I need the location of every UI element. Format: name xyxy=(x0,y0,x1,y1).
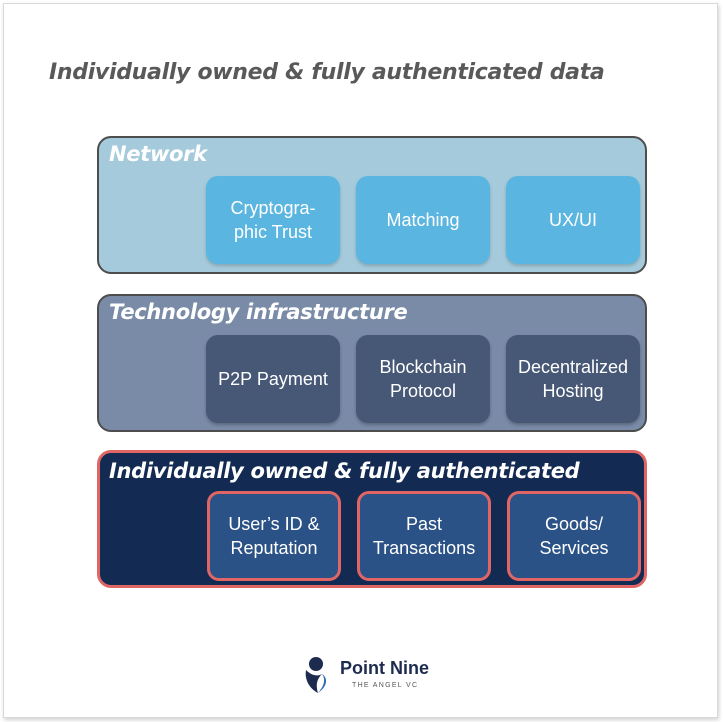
user-id-reputation-box: User’s ID & Reputation xyxy=(207,491,341,581)
blockchain-protocol-box: Blockchain Protocol xyxy=(356,335,490,423)
logo-tagline: THE ANGEL VC xyxy=(352,682,419,689)
logo-name: Point Nine xyxy=(340,658,429,678)
point-nine-logo-icon xyxy=(305,657,327,693)
ux-ui-box: UX/UI xyxy=(506,176,640,264)
data-layer-title: Individually owned & fully authenticated xyxy=(109,459,580,483)
technology-infrastructure-layer: Technology infrastructure P2P Payment Bl… xyxy=(97,294,647,432)
authenticated-data-layer: Individually owned & fully authenticated… xyxy=(97,450,647,588)
network-layer: Network Cryptogra- phic Trust Matching U… xyxy=(97,136,647,274)
p2p-payment-box: P2P Payment xyxy=(206,335,340,423)
technology-layer-title: Technology infrastructure xyxy=(109,300,408,324)
network-layer-title: Network xyxy=(109,142,207,166)
goods-services-box: Goods/ Services xyxy=(507,491,641,581)
point-nine-logo: Point Nine THE ANGEL VC xyxy=(302,656,442,696)
decentralized-hosting-box: Decentralized Hosting xyxy=(506,335,640,423)
matching-box: Matching xyxy=(356,176,490,264)
slide-heading: Individually owned & fully authenticated… xyxy=(49,60,605,85)
cryptographic-trust-box: Cryptogra- phic Trust xyxy=(206,176,340,264)
slide: Individually owned & fully authenticated… xyxy=(3,3,718,718)
past-transactions-box: Past Transactions xyxy=(357,491,491,581)
